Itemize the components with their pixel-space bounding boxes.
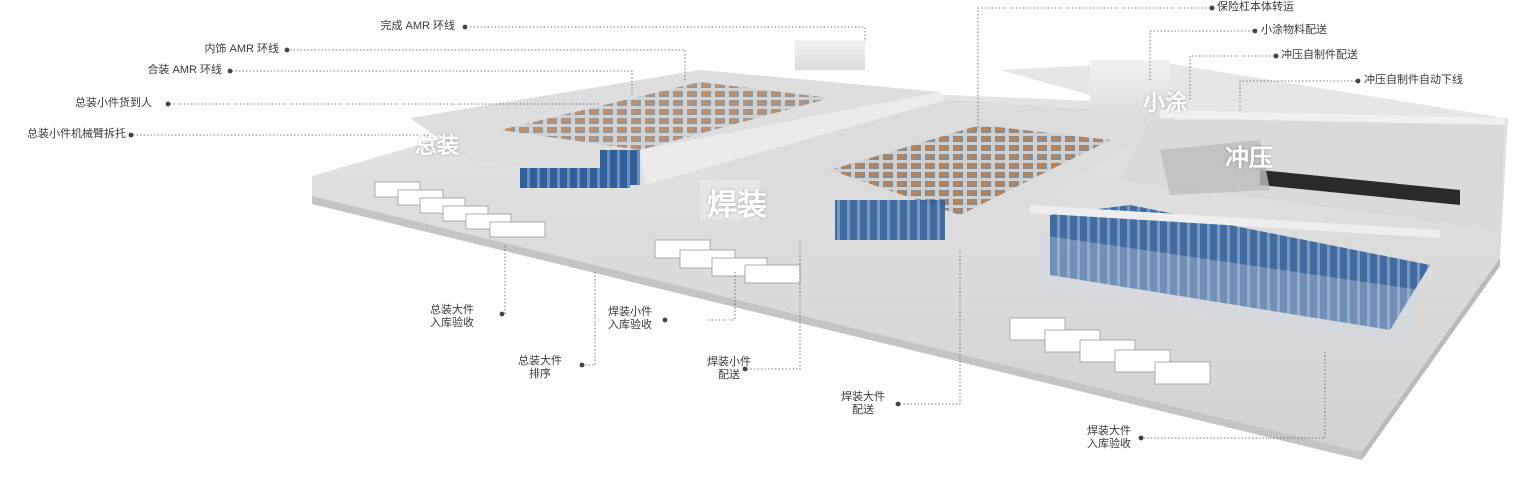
zone-label-welding: 焊装 bbox=[707, 188, 767, 223]
callout-assembly-large-sequencing: 总装大件 排序 bbox=[518, 355, 562, 380]
leader-lines bbox=[133, 7, 1356, 439]
welding-hall bbox=[700, 100, 1180, 240]
callout-weld-large-delivery: 焊装大件 配送 bbox=[841, 391, 885, 416]
callout-small-paint-delivery: 小涂物料配送 bbox=[1261, 24, 1327, 36]
zone-label-small-paint: 小涂 bbox=[1143, 91, 1188, 116]
zone-label-stamping: 冲压 bbox=[1225, 144, 1273, 172]
assembly-hall bbox=[410, 40, 940, 188]
callout-small-parts-goods-to-person: 总装小件货到人 bbox=[75, 97, 152, 109]
callout-small-parts-robot-arm: 总装小件机械臂拆托 bbox=[27, 128, 126, 140]
large-rack-storage bbox=[1040, 205, 1430, 345]
internal-walls bbox=[640, 92, 1505, 238]
callout-stamping-auto-offline: 冲压自制件自动下线 bbox=[1364, 74, 1463, 86]
callout-marriage-amr: 合装 AMR 环线 bbox=[147, 64, 222, 76]
callout-weld-large-inbound: 焊装大件 入库验收 bbox=[1087, 425, 1131, 450]
leader-dots bbox=[128, 5, 1361, 441]
callout-trim-amr: 内饰 AMR 环线 bbox=[204, 43, 279, 55]
callout-stamping-delivery: 冲压自制件配送 bbox=[1281, 49, 1358, 61]
trucks-assembly bbox=[374, 181, 546, 238]
trucks-welding bbox=[654, 239, 801, 284]
assembly-racks bbox=[520, 150, 640, 188]
callout-weld-small-inbound: 焊装小件 入库验收 bbox=[608, 306, 652, 331]
callout-finished-amr: 完成 AMR 环线 bbox=[380, 20, 455, 32]
trucks-inbound bbox=[1009, 317, 1211, 385]
callout-weld-small-delivery: 焊装小件 配送 bbox=[707, 356, 751, 381]
zone-label-assembly: 总装 bbox=[415, 134, 460, 159]
paint-stamping-block bbox=[1000, 60, 1505, 230]
callout-bumper-transfer: 保险杠本体转运 bbox=[1217, 1, 1294, 13]
callout-assembly-large-inbound: 总装大件 入库验收 bbox=[430, 304, 474, 329]
